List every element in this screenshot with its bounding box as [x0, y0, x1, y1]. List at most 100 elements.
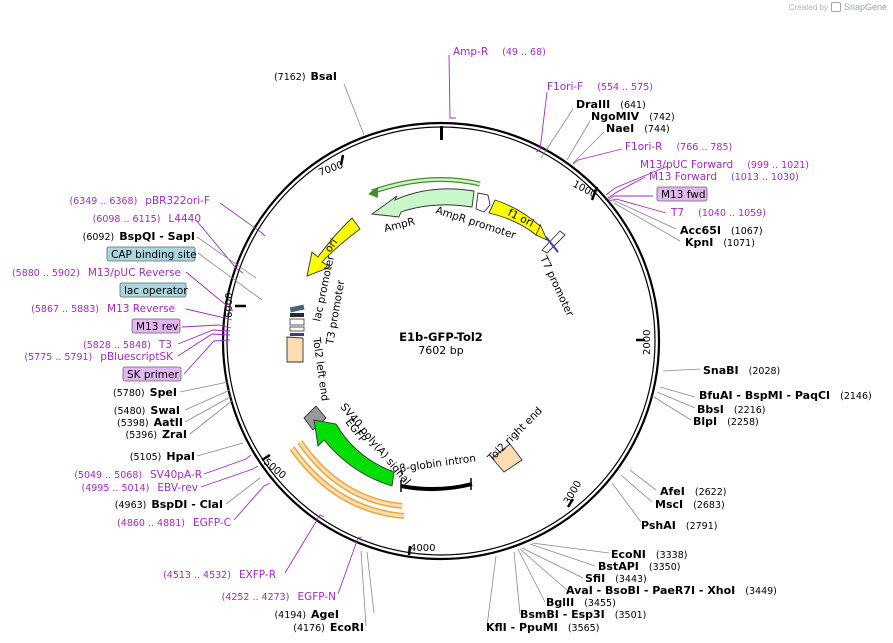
m13-glyph	[290, 333, 304, 336]
enzyme-spei: (5780)SpeI	[113, 386, 177, 399]
primer-pbluescriptsk: (5775 .. 5791)pBluescriptSK	[24, 351, 174, 363]
primer-m13puc-forward: M13/pUC Forward(999 .. 1021)	[640, 159, 809, 171]
tick-7000	[339, 154, 345, 166]
enzyme-hpai: (5105)HpaI	[130, 450, 195, 463]
enzyme-bstapi: BstAPI(3350)	[598, 560, 680, 573]
enzyme-bbsi: BbsI(2216)	[697, 403, 766, 416]
cap-site-glyph	[289, 304, 305, 313]
ampr-label: AmpR	[383, 216, 416, 235]
tol2-left-end-label: Tol2 left end	[310, 336, 331, 402]
egfp-feature	[313, 419, 395, 487]
enzyme-ngomiv: NgoMIV(742)	[591, 110, 675, 123]
primer-m13-rev-tag	[131, 318, 181, 334]
tick-3000	[566, 498, 575, 508]
beta-globin-intron-feature	[400, 482, 473, 492]
enzyme-swai: (5480)SwaI	[114, 404, 180, 417]
enzyme-naei: NaeI(744)	[606, 122, 670, 135]
enzyme-bspqi: (6092)BspQI - SapI	[83, 230, 195, 243]
enzyme-msci: MscI(2683)	[655, 498, 725, 511]
primer-m13-fwd-tag	[656, 186, 708, 202]
sv40-feature	[303, 405, 327, 431]
f1-ori-label: f1 ori	[506, 207, 536, 230]
enzyme-avai: AvaI - BsoBI - PaeR7I - XhoI(3449)	[566, 584, 777, 597]
tick-label-4000: 4000	[410, 543, 435, 554]
enzyme-bspdi: (4963)BspDI - ClaI	[115, 498, 223, 511]
ampr-promoter-feature	[475, 192, 491, 213]
tick-5000	[261, 453, 271, 462]
lac-operator-tag	[119, 282, 187, 298]
ori-feature	[306, 217, 361, 277]
tol2-right-end-feature	[491, 443, 523, 473]
snapgene-logo-icon	[830, 2, 841, 12]
primer-l4440: (6098 .. 6115)L4440	[93, 213, 201, 225]
enzyme-acc65i: Acc65I(1067)	[680, 224, 763, 237]
t3-promoter-glyph	[289, 326, 305, 332]
plasmid-backbone	[221, 121, 661, 561]
primer-m13-rev: M13 rev	[136, 321, 179, 333]
enzyme-labels: (7162)BsaI DraIII(641) NgoMIV(742) NaeI(…	[83, 70, 872, 634]
lac-operator-glyph	[290, 313, 304, 317]
primer-ebv-rev: (4995 .. 5014)EBV-rev	[82, 482, 199, 494]
enzyme-leaders	[179, 83, 701, 627]
enzyme-zrai: (5396)ZraI	[125, 428, 187, 441]
tick-label-2000: 2000	[642, 330, 653, 355]
enzyme-bglii: BglII(3455)	[546, 596, 616, 609]
enzyme-bfuai: BfuAI - BspMI - PaqCI(2146)	[699, 389, 872, 402]
lac-operator-label: lac operator	[124, 285, 188, 297]
primer-sv40pa-r: (5049 .. 5068)SV40pA-R	[74, 469, 202, 481]
enzyme-aatii: (5398)AatII	[117, 416, 183, 429]
tol2-left-end-feature	[286, 336, 304, 363]
tick-label-6000: 6000	[224, 293, 235, 318]
plasmid-name: E1b-GFP-Tol2	[399, 330, 483, 344]
t7-mark	[545, 236, 559, 253]
primer-m13puc-reverse: (5880 .. 5902)M13/pUC Reverse	[12, 267, 181, 279]
primer-f1ori-f: F1ori-F(554 .. 575)	[547, 81, 653, 93]
enzyme-kpni: KpnI(1071)	[685, 236, 755, 249]
primer-pbr322ori-f: (6349 .. 6368)pBR322ori-F	[69, 195, 210, 207]
tick-4000	[407, 545, 412, 556]
primer-sk-primer-tag	[122, 366, 182, 382]
origin-mark	[440, 126, 443, 140]
t7-promoter-label: T7 promoter	[537, 253, 576, 319]
enzyme-econi: EcoNI(3338)	[611, 548, 687, 561]
primer-exfp-r: (4513 .. 4532)EXFP-R	[163, 569, 276, 581]
primer-leaders	[177, 54, 669, 595]
enzyme-sfii: SfiI(3443)	[585, 572, 647, 585]
primer-m13-forward: M13 Forward(1013 .. 1030)	[649, 171, 799, 183]
credit-prefix: Created by	[788, 2, 828, 12]
enzyme-afei: AfeI(2622)	[660, 485, 726, 498]
snapgene-credit: Created by SnapGene	[789, 2, 887, 12]
enzyme-kfli: KflI - PpuMI(3565)	[486, 621, 599, 634]
cap-binding-site-label: CAP binding site	[111, 249, 197, 261]
ampr-feature	[370, 188, 475, 218]
primer-m13-reverse: (5867 .. 5883)M13 Reverse	[31, 303, 175, 315]
primer-labels: Amp-R(49 .. 68) F1ori-F(554 .. 575) F1or…	[12, 46, 809, 603]
enzyme-bsai: (7162)BsaI	[274, 70, 337, 83]
enzyme-ecori: (4176)EcoRI	[293, 621, 364, 634]
enzyme-bsmbi: BsmBI - Esp3I(3501)	[520, 608, 646, 621]
primer-egfp-n: (4252 .. 4273)EGFP-N	[222, 591, 336, 603]
plasmid-size: 7602 bp	[418, 344, 463, 357]
t7-promoter-feature	[541, 230, 566, 254]
enzyme-pshai: PshAI(2791)	[641, 519, 717, 532]
primer-m13-fwd: M13 fwd	[661, 189, 706, 201]
tick-1000	[590, 186, 599, 201]
primer-egfp-c: (4860 .. 4881)EGFP-C	[117, 517, 231, 529]
enzyme-draiii: DraIII(641)	[576, 98, 646, 111]
primer-t7: T7(1040 .. 1059)	[670, 207, 766, 219]
tick-label-7000: 7000	[317, 160, 345, 179]
tick-marks	[235, 154, 645, 556]
enzyme-snabi: SnaBI(2028)	[703, 364, 780, 377]
lac-promoter-glyph	[289, 318, 305, 326]
credit-brand: SnapGene	[843, 2, 887, 12]
primer-sk-primer: SK primer	[127, 369, 179, 381]
primer-t3: (5828 .. 5848)T3	[83, 339, 172, 351]
beta-globin-intron-label: β-globin intron	[399, 452, 477, 475]
enzyme-agei: (4194)AgeI	[274, 608, 339, 621]
primer-f1ori-r: F1ori-R(766 .. 785)	[625, 141, 732, 153]
enzyme-blpi: BlpI(2258)	[693, 415, 759, 428]
cap-binding-site-tag	[106, 246, 196, 262]
f1-ori-feature	[488, 199, 548, 241]
primer-amp-r: Amp-R(49 .. 68)	[453, 46, 546, 58]
